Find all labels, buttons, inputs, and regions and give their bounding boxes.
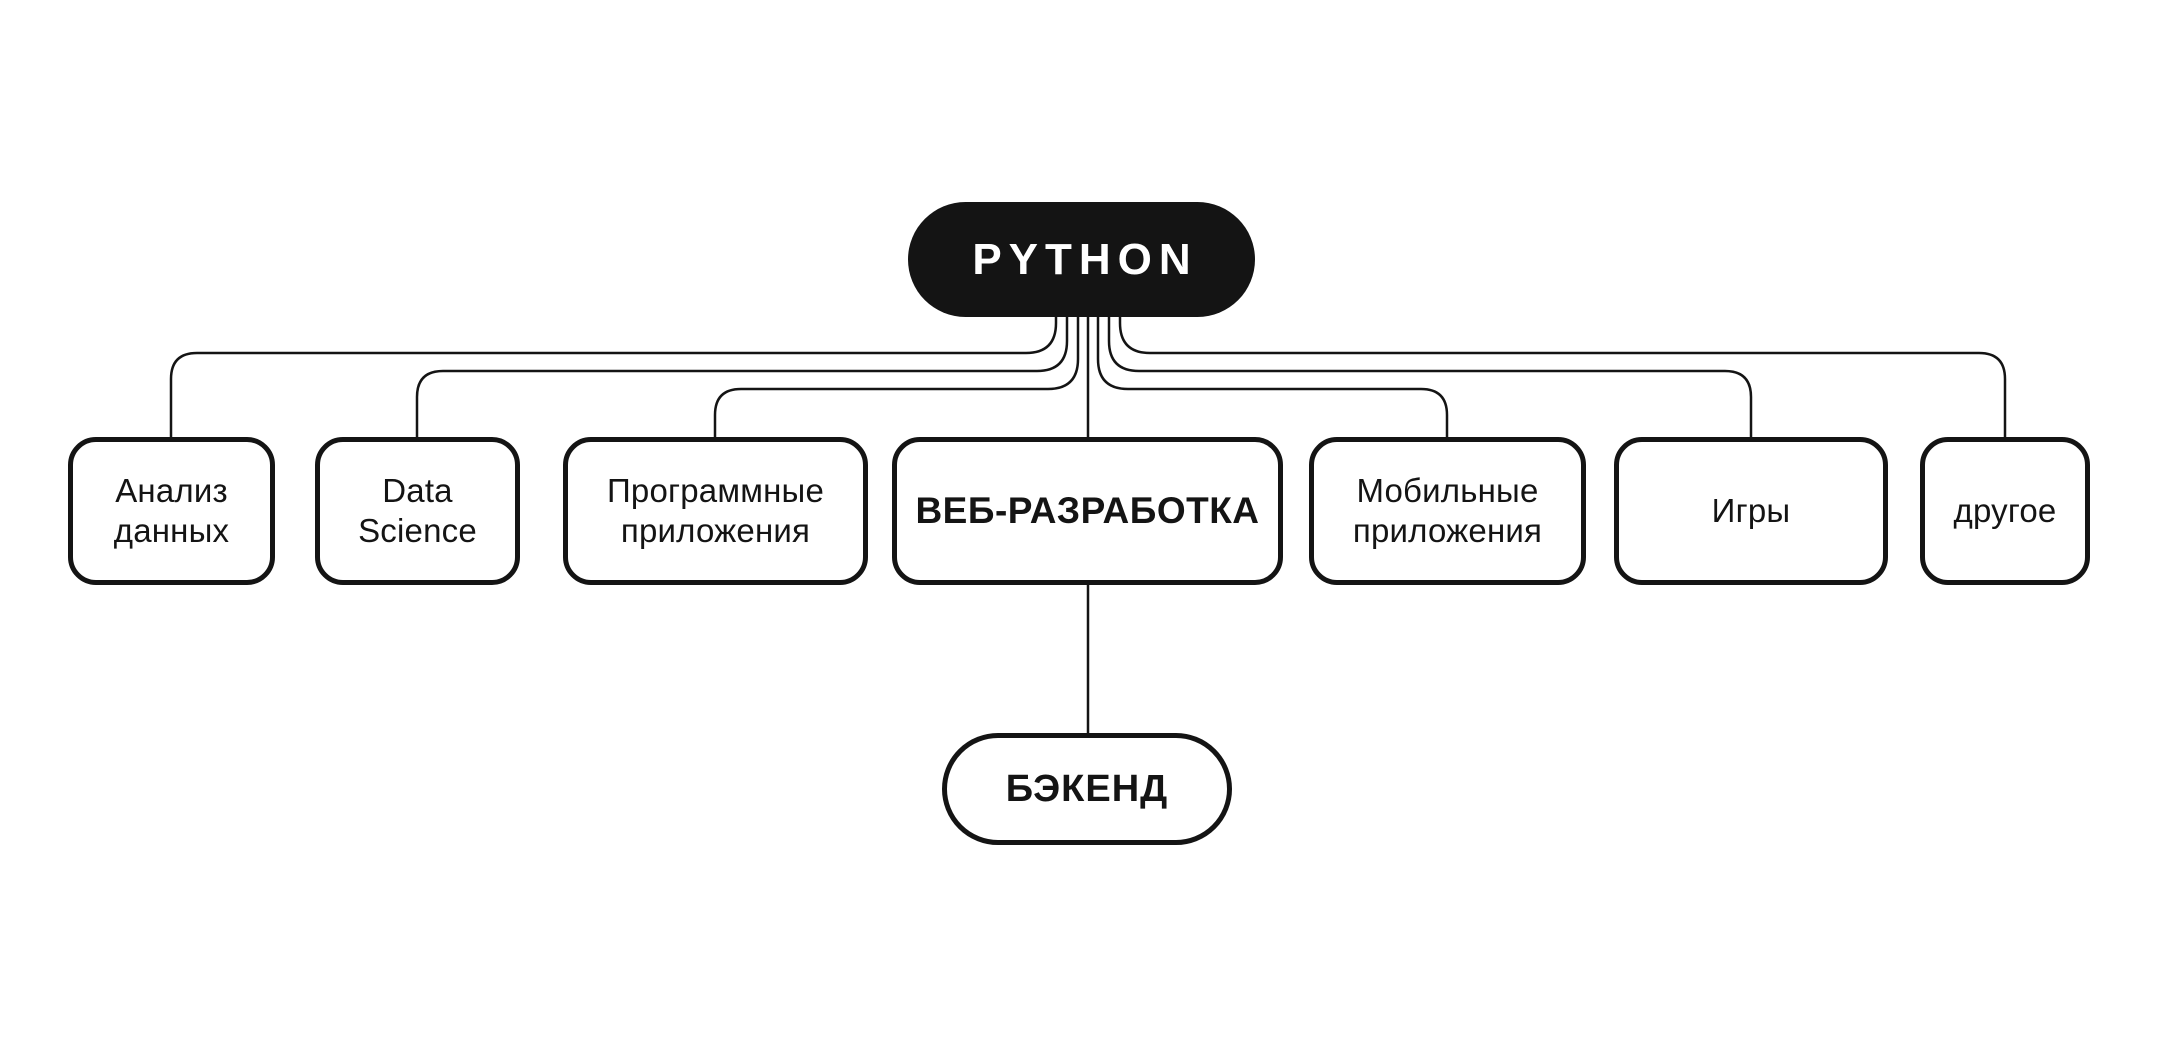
node-python-root-label: PYTHON [972,234,1198,284]
node-igry: Игры [1614,437,1888,585]
node-web-razrabotka: ВЕБ-РАЗРАБОТКА [892,437,1283,585]
node-data-science: Data Science [315,437,520,585]
node-python-root: PYTHON [908,202,1255,317]
node-programmnye-prilozheniya-label: Программные приложения [606,471,825,549]
node-backend: БЭКЕНД [942,733,1232,845]
node-data-science-label: Data Science [358,471,477,549]
node-web-razrabotka-label: ВЕБ-РАЗРАБОТКА [915,490,1260,532]
connector-python-to-data-science [415,316,1069,437]
connector-python-to-analiz-dannykh [169,316,1058,437]
connector-python-to-igry [1107,316,1753,437]
node-backend-label: БЭКЕНД [1005,767,1169,810]
node-drugoe-label: другое [1953,491,2057,529]
connector-python-to-drugoe [1118,316,2007,437]
connector-python-to-mobilnye-prilozheniya [1096,316,1449,437]
node-drugoe: другое [1920,437,2090,585]
node-mobilnye-prilozheniya: Мобильные приложения [1309,437,1586,585]
node-programmnye-prilozheniya: Программные приложения [563,437,868,585]
node-analiz-dannykh: Анализ данных [68,437,275,585]
connector-python-to-programmnye-prilozheniya [713,316,1080,437]
node-analiz-dannykh-label: Анализ данных [113,471,230,549]
node-mobilnye-prilozheniya-label: Мобильные приложения [1352,471,1543,549]
node-igry-label: Игры [1711,491,1791,529]
